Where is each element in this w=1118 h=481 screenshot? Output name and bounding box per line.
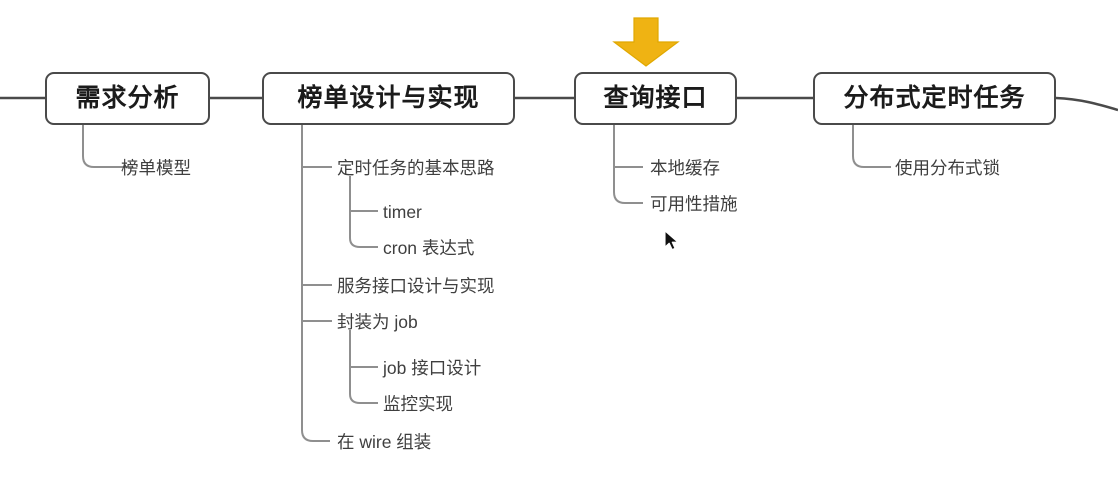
node-label: 榜单设计与实现 bbox=[297, 84, 480, 112]
leaf-n2-c3[interactable]: 封装为 job bbox=[337, 312, 418, 332]
leaf-n2-c1[interactable]: 定时任务的基本思路 bbox=[337, 158, 495, 178]
node-query-interface[interactable]: 查询接口 bbox=[574, 72, 737, 125]
branch-n2-trunk bbox=[301, 125, 330, 442]
branch-n4-trunk bbox=[852, 125, 891, 168]
node-label: 分布式定时任务 bbox=[843, 84, 1026, 112]
leaf-n2-c1-s1[interactable]: timer bbox=[383, 202, 422, 222]
node-requirement-analysis[interactable]: 需求分析 bbox=[45, 72, 210, 125]
spine-right-exit bbox=[1055, 96, 1118, 112]
leaf-n2-c3-s2[interactable]: 监控实现 bbox=[383, 394, 453, 414]
node-leaderboard-design[interactable]: 榜单设计与实现 bbox=[262, 72, 515, 125]
leaf-n1-c1[interactable]: 榜单模型 bbox=[121, 158, 191, 178]
leaf-n4-c1[interactable]: 使用分布式锁 bbox=[895, 158, 1000, 178]
leaf-n2-c4[interactable]: 在 wire 组装 bbox=[337, 432, 432, 452]
leaf-n3-c2[interactable]: 可用性措施 bbox=[650, 194, 738, 214]
leaf-n2-c2[interactable]: 服务接口设计与实现 bbox=[337, 276, 495, 296]
leaf-n2-c3-s1[interactable]: job 接口设计 bbox=[383, 358, 482, 378]
branch-n2-c1-trunk bbox=[349, 176, 378, 248]
leaf-n2-c1-s2[interactable]: cron 表达式 bbox=[383, 238, 475, 258]
branch-n3-trunk bbox=[613, 125, 643, 204]
down-arrow-highlight-icon bbox=[612, 17, 680, 67]
node-label: 需求分析 bbox=[75, 84, 180, 112]
branch-n2-c3-trunk bbox=[349, 330, 378, 404]
mouse-cursor-icon bbox=[664, 230, 679, 251]
node-label: 查询接口 bbox=[603, 84, 708, 112]
leaf-n3-c1[interactable]: 本地缓存 bbox=[650, 158, 720, 178]
node-distributed-scheduled-task[interactable]: 分布式定时任务 bbox=[813, 72, 1056, 125]
